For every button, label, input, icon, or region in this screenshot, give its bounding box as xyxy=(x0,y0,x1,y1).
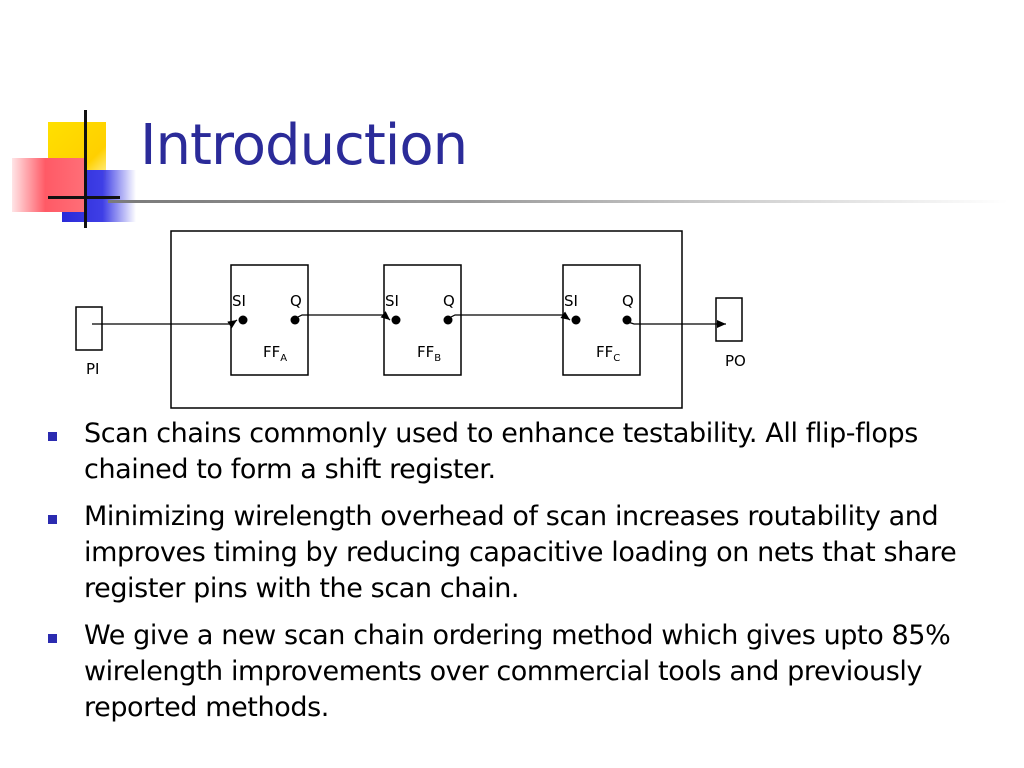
flip-flop-b-q-label: Q xyxy=(443,292,455,310)
slide-title: Introduction xyxy=(140,113,468,178)
bullet-text: Minimizing wirelength overhead of scan i… xyxy=(84,501,957,604)
bullet-item: Minimizing wirelength overhead of scan i… xyxy=(48,499,998,607)
output-pad-label: PO xyxy=(725,352,746,370)
flip-flop-b-name-sub: B xyxy=(434,353,441,364)
wire-ffa-to-ffb xyxy=(295,311,391,321)
flip-flop-a-q-label: Q xyxy=(290,292,302,310)
chip-boundary xyxy=(170,230,683,409)
flip-flop-a-name-main: FF xyxy=(263,343,280,361)
flip-flop-a-name-sub: A xyxy=(280,353,287,364)
wire-ffc-to-po xyxy=(627,320,726,328)
flip-flop-b-si-label: SI xyxy=(385,292,399,310)
output-pad xyxy=(715,297,743,342)
bullet-text: We give a new scan chain ordering method… xyxy=(84,620,951,723)
flip-flop-b-name: FFB xyxy=(417,343,441,364)
flip-flop-c-name-main: FF xyxy=(596,343,613,361)
title-underline xyxy=(108,200,1008,203)
flip-flop-c-name: FFC xyxy=(596,343,620,364)
bullet-square-icon xyxy=(48,515,57,524)
flip-flop-b-si-pin xyxy=(391,315,401,325)
bullet-square-icon xyxy=(48,432,57,441)
flip-flop-a-si-label: SI xyxy=(232,292,246,310)
wire-pi-to-ffa xyxy=(92,319,238,329)
input-pad xyxy=(75,306,103,351)
decor-horizontal-line xyxy=(48,196,120,199)
flip-flop-c-q-label: Q xyxy=(622,292,634,310)
input-pad-label: PI xyxy=(86,360,99,378)
bullet-text: Scan chains commonly used to enhance tes… xyxy=(84,418,918,485)
bullet-item: Scan chains commonly used to enhance tes… xyxy=(48,416,998,488)
bullet-list: Scan chains commonly used to enhance tes… xyxy=(48,416,998,737)
flip-flop-b-name-main: FF xyxy=(417,343,434,361)
wire-ffb-to-ffc xyxy=(448,311,571,321)
bullet-item: We give a new scan chain ordering method… xyxy=(48,618,998,726)
flip-flop-c-si-label: SI xyxy=(564,292,578,310)
bullet-square-icon xyxy=(48,634,57,643)
flip-flop-a-si-pin xyxy=(238,315,248,325)
flip-flop-a-name: FFA xyxy=(263,343,287,364)
flip-flop-c-name-sub: C xyxy=(613,353,620,364)
decor-vertical-line xyxy=(84,110,87,228)
flip-flop-c-si-pin xyxy=(571,315,581,325)
decor-red-bar xyxy=(12,158,86,212)
